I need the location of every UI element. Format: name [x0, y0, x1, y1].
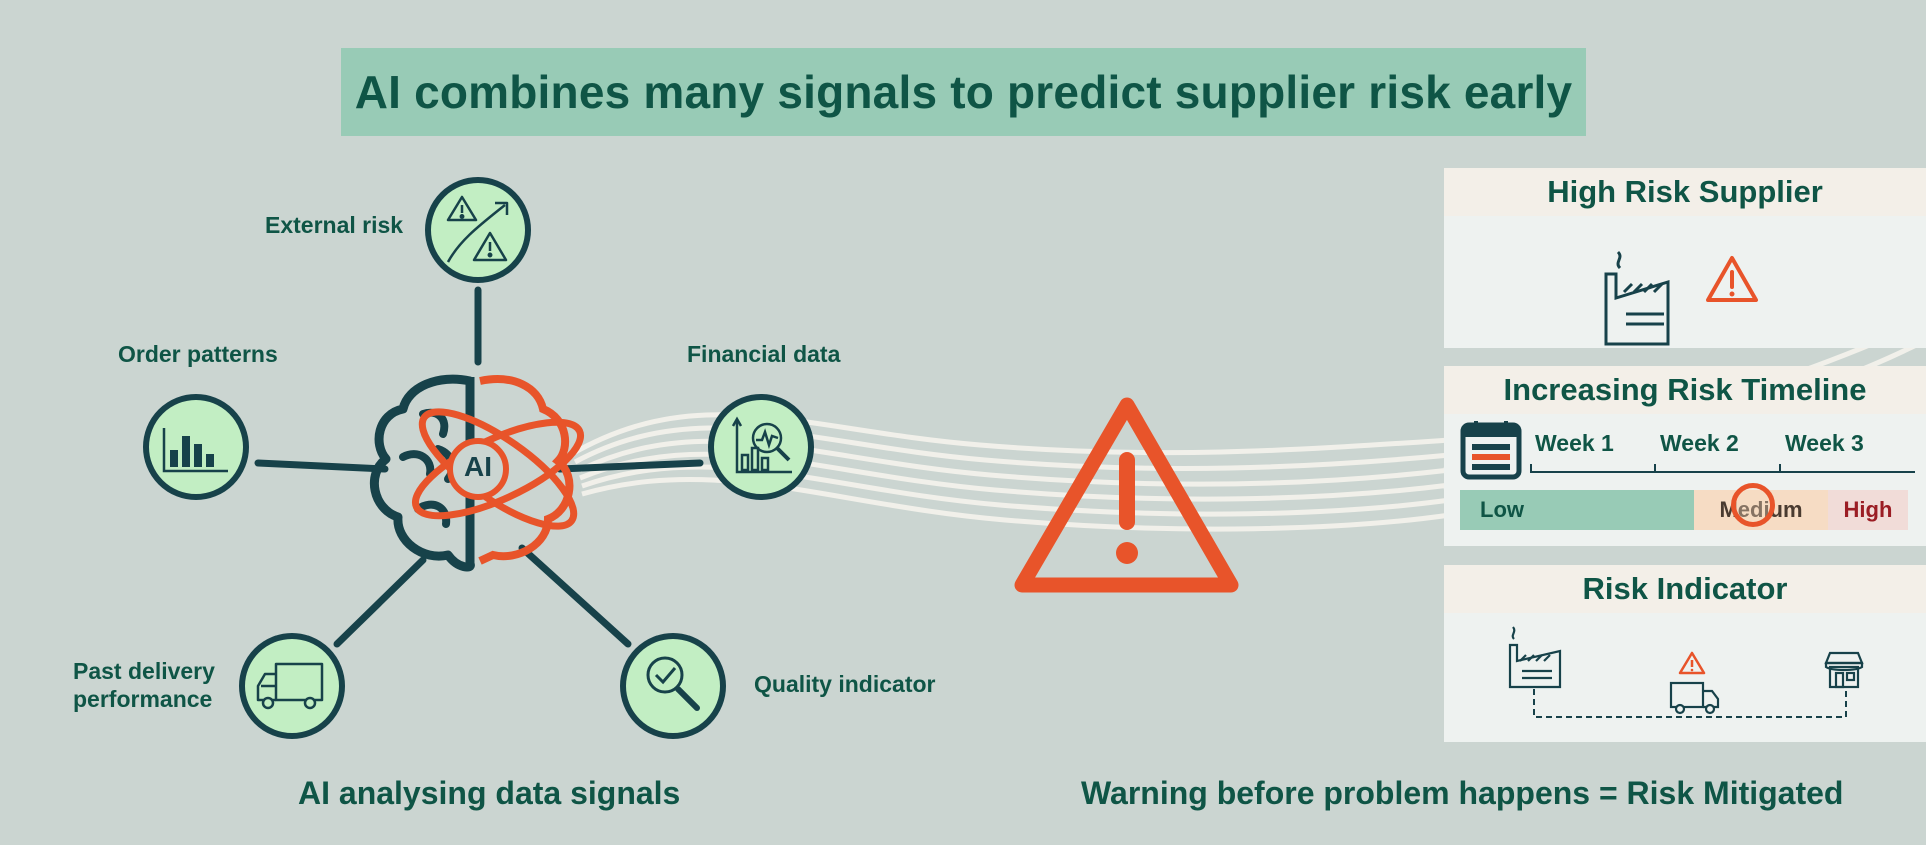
label-order-patterns: Order patterns — [118, 341, 278, 367]
title-banner: AI combines many signals to predict supp… — [341, 48, 1586, 136]
supplier-illustration — [1604, 250, 1758, 346]
label-external-risk: External risk — [265, 212, 404, 238]
risk-level-high: High — [1828, 490, 1908, 530]
external-risk-icon — [446, 195, 509, 263]
truck-icon — [256, 662, 324, 710]
label-financial-data: Financial data — [687, 341, 841, 367]
brain-icon — [369, 374, 585, 572]
risk-level-marker — [1731, 483, 1775, 527]
label-quality-indicator: Quality indicator — [754, 671, 936, 697]
caption-left: AI analysing data signals — [298, 775, 681, 811]
supply-chain-illustration — [1508, 626, 1864, 718]
factory-small-icon — [1508, 626, 1562, 689]
supply-route-line — [1533, 689, 1847, 718]
warning-indicator-icon — [1678, 651, 1706, 675]
week-1-label: Week 1 — [1535, 430, 1614, 456]
risk-level-bar: Low Medium High — [1460, 483, 1908, 530]
magnifier-check-icon — [646, 656, 700, 711]
truck-small-icon — [1669, 681, 1720, 715]
caption-right: Warning before problem happens = Risk Mi… — [1081, 775, 1844, 811]
panel-high-risk-supplier: High Risk Supplier — [1444, 168, 1926, 348]
page-title: AI combines many signals to predict supp… — [354, 66, 1573, 118]
label-past-delivery-line2: performance — [73, 686, 213, 712]
ai-center-label: AI — [464, 451, 492, 482]
store-icon — [1824, 651, 1864, 689]
warning-triangle-small-icon — [1706, 256, 1758, 302]
label-past-delivery-line1: Past delivery — [73, 658, 215, 684]
panel-high-risk-supplier-title: High Risk Supplier — [1444, 168, 1926, 216]
timeline-axis — [1530, 464, 1915, 473]
panel-risk-timeline-title: Increasing Risk Timeline — [1444, 366, 1926, 414]
week-3-label: Week 3 — [1785, 430, 1864, 456]
risk-level-low-label: Low — [1480, 497, 1524, 522]
bar-chart-icon — [162, 428, 228, 473]
week-2-label: Week 2 — [1660, 430, 1739, 456]
spokes — [254, 286, 704, 648]
panel-risk-indicator: Risk Indicator — [1444, 565, 1926, 742]
panel-risk-indicator-title: Risk Indicator — [1444, 565, 1926, 613]
warning-triangle-icon — [1014, 397, 1239, 593]
risk-level-low: Low — [1460, 490, 1694, 530]
factory-icon — [1604, 250, 1670, 346]
risk-level-high-label: High — [1843, 497, 1893, 522]
label-past-delivery: Past delivery performance — [73, 657, 215, 713]
financial-chart-icon — [731, 416, 792, 474]
calendar-icon — [1460, 421, 1522, 480]
panel-risk-timeline: Increasing Risk Timeline Week 1 Week 2 W… — [1444, 366, 1926, 546]
